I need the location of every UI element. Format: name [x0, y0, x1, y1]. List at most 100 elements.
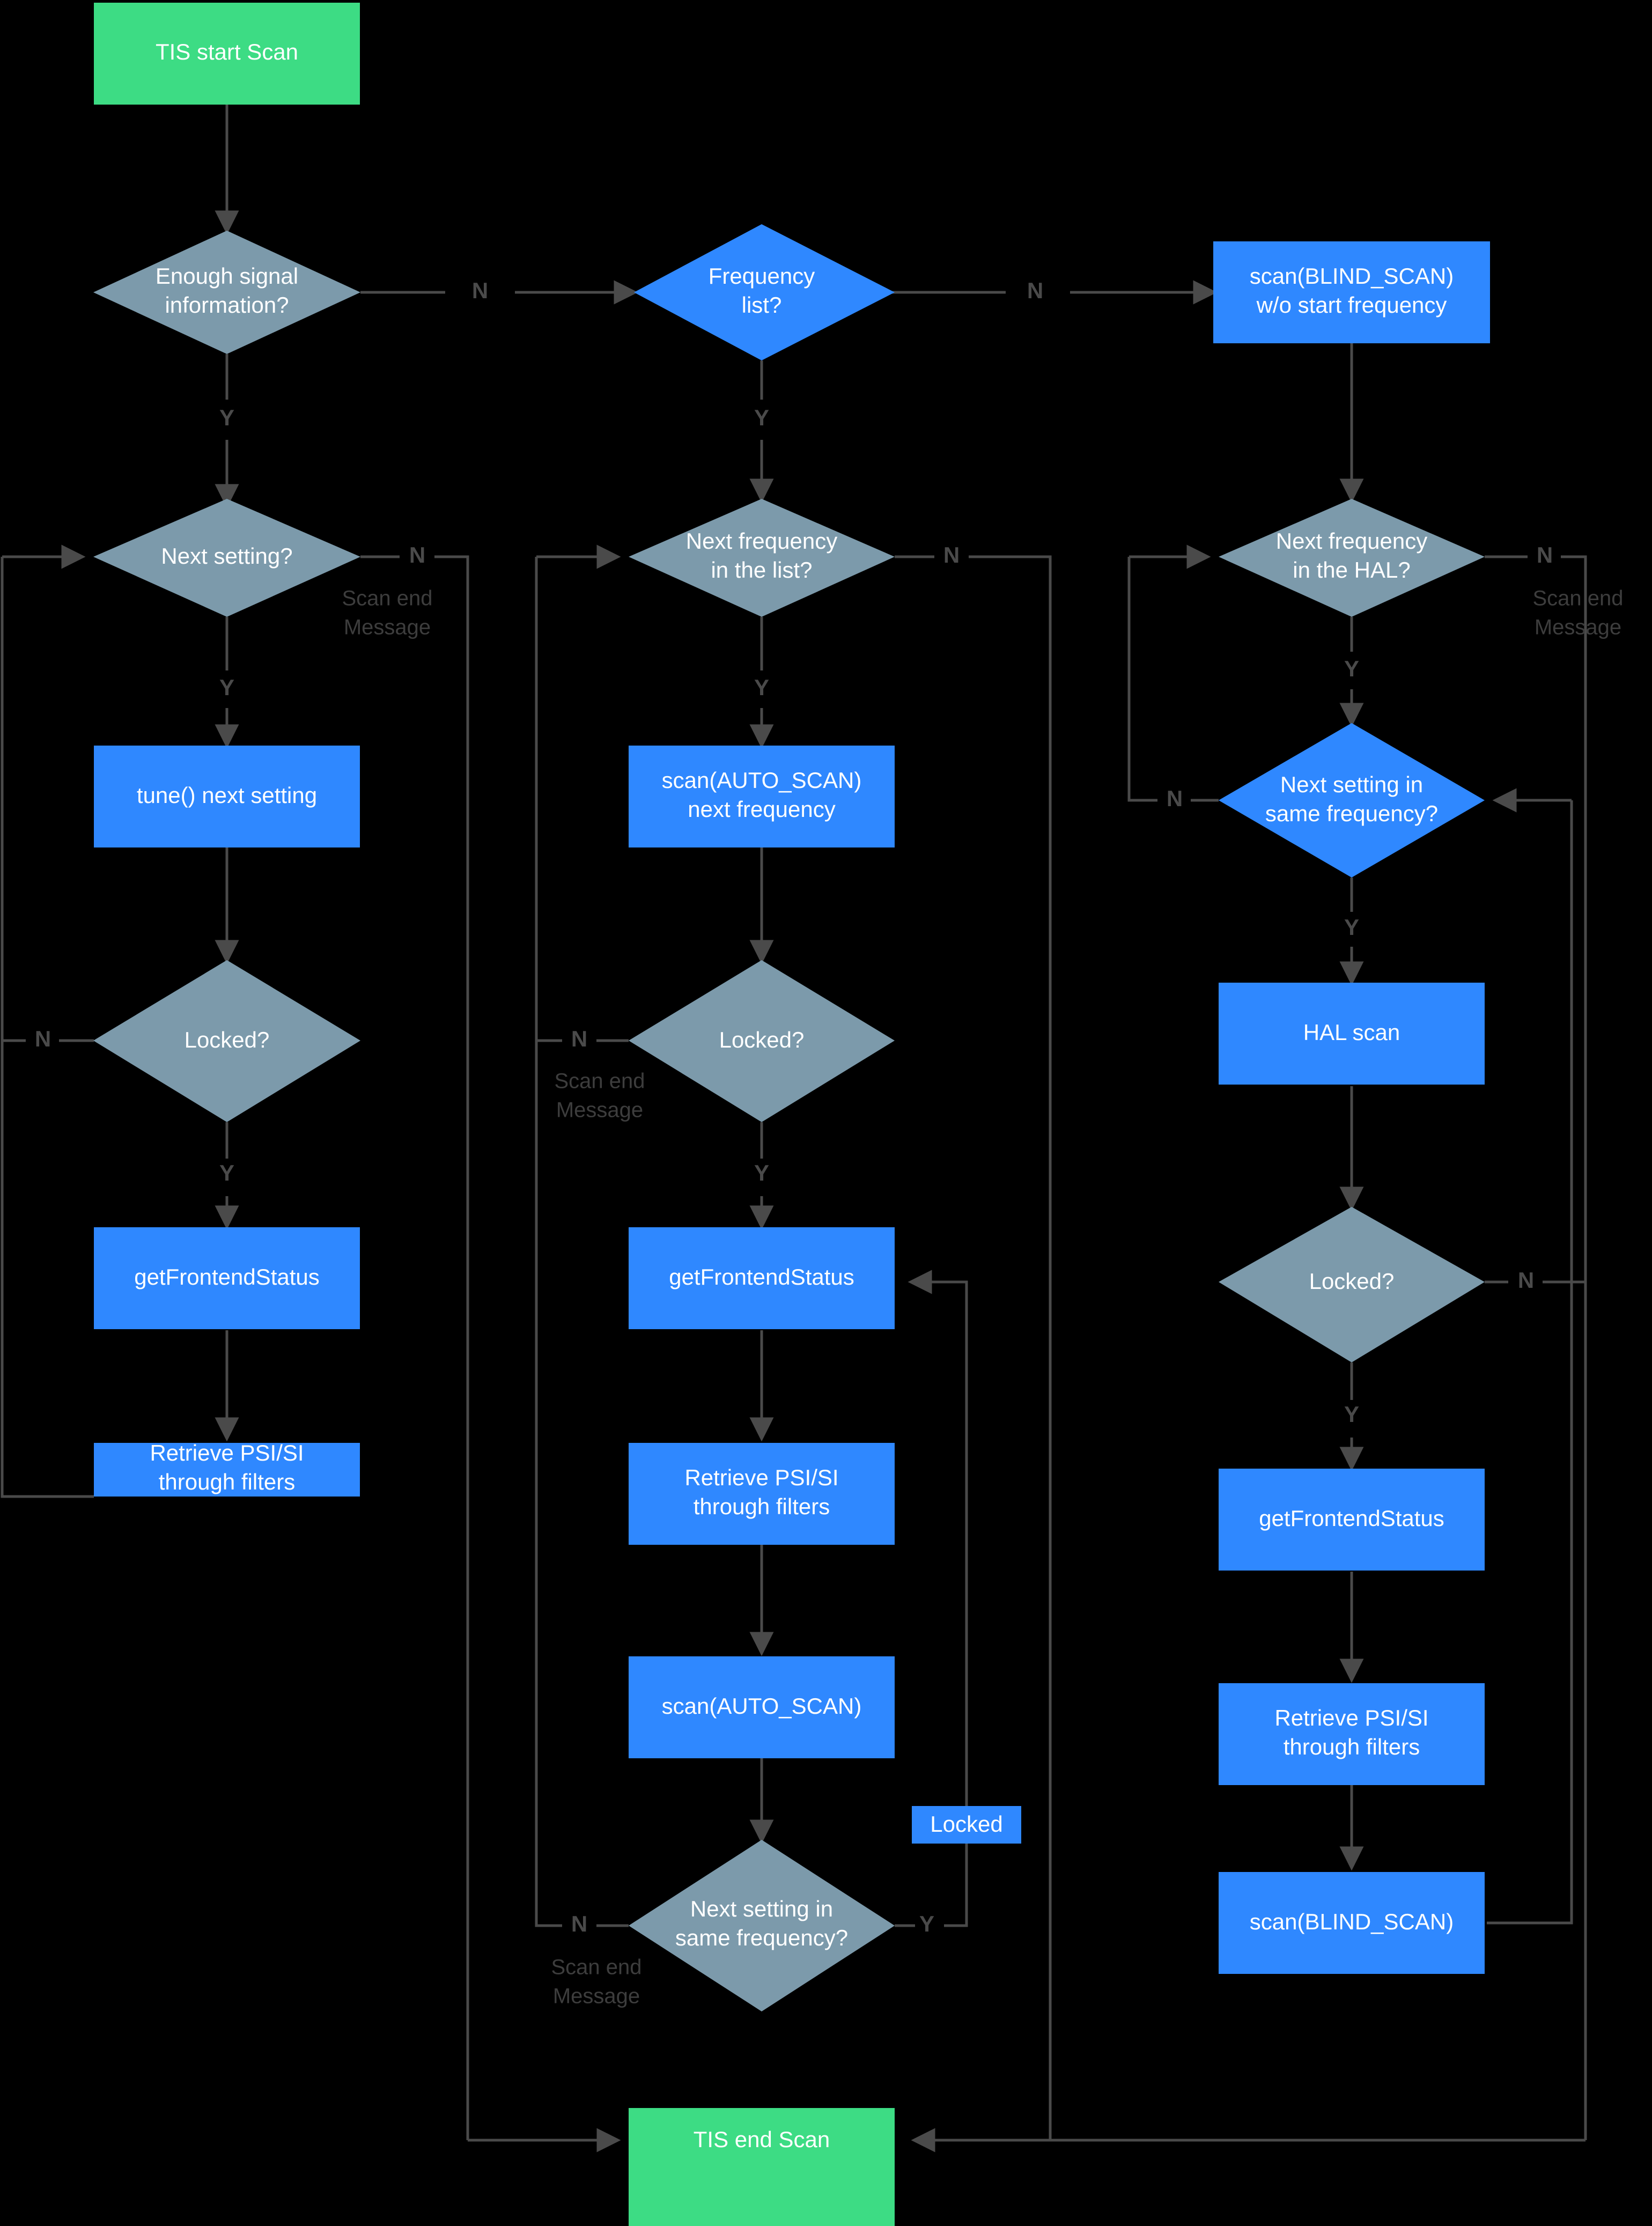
node-label-line1: Next frequency [686, 528, 837, 554]
node-label-line2: w/o start frequency [1256, 292, 1447, 318]
node-label: scan(BLIND_SCAN) [1250, 1909, 1454, 1934]
node-next-frequency-in-the-hal[interactable]: Next frequency in the HAL? [1219, 499, 1485, 617]
notes: Scan end Message Scan end Message Scan e… [342, 587, 1623, 2008]
node-hal-scan[interactable]: HAL scan [1219, 983, 1485, 1085]
note-left-line2: Message [344, 616, 431, 639]
edge-blindscanr-loop-a [1487, 800, 1573, 1925]
node-label: Locked? [1309, 1269, 1395, 1294]
node-label-line2: list? [742, 292, 782, 318]
edge-label-enough-no: N [472, 278, 488, 303]
node-get-frontend-status-left[interactable]: getFrontendStatus [94, 1227, 360, 1329]
node-label-line1: Next setting in [690, 1896, 833, 1921]
node-locked-left[interactable]: Locked? [93, 960, 360, 1122]
node-locked-right[interactable]: Locked? [1219, 1207, 1485, 1362]
node-label-line2: in the list? [711, 557, 812, 583]
node-enough-signal-information[interactable]: Enough signal information? [93, 231, 360, 354]
node-label-line2: same frequency? [1265, 801, 1438, 826]
node-get-frontend-status-middle[interactable]: getFrontendStatus [629, 1227, 895, 1329]
edge-nextsetsamer-no-b [1127, 557, 1157, 802]
node-frequency-list[interactable]: Frequency list? [634, 224, 895, 360]
node-tune-next-setting[interactable]: tune() next setting [94, 746, 360, 847]
edge-label-enough-yes: Y [219, 405, 234, 430]
node-retrieve-psi-si-left[interactable]: Retrieve PSI/SI through filters [94, 1440, 360, 1497]
node-label: Locked? [185, 1027, 270, 1052]
node-next-frequency-in-the-list[interactable]: Next frequency in the list? [629, 499, 895, 617]
edge-label-nextfreqlist-no: N [943, 542, 960, 567]
edge-lockedl-no-b [1, 557, 26, 1042]
node-label-line1: Retrieve PSI/SI [150, 1440, 304, 1465]
edge-retrievel-loop [1, 557, 94, 1498]
node-label-line1: Frequency [709, 263, 815, 289]
node-label-line1: scan(AUTO_SCAN) [662, 768, 862, 793]
node-label: TIS end Scan [694, 2127, 830, 2152]
node-tis-start-scan[interactable]: TIS start Scan [94, 3, 360, 105]
node-scan-blind-scan-wo-start-frequency[interactable]: scan(BLIND_SCAN) w/o start frequency [1213, 241, 1490, 343]
note-right-line1: Scan end [1532, 587, 1623, 610]
node-retrieve-psi-si-right[interactable]: Retrieve PSI/SI through filters [1219, 1683, 1485, 1785]
node-locked-tag[interactable]: Locked [912, 1806, 1021, 1844]
edge-label-nextfreqhal-yes: Y [1344, 656, 1359, 681]
edge-labels: N Y N Y N Y N Y N Y N Y N Y N Y N Y N Y [35, 278, 1553, 1936]
node-label: HAL scan [1303, 1020, 1400, 1045]
node-label: tune() next setting [137, 783, 317, 808]
edge-label-freqlist-yes: Y [754, 405, 769, 430]
edge-label-lockedr-no: N [1518, 1267, 1534, 1293]
node-next-setting-in-same-frequency-right[interactable]: Next setting in same frequency? [1219, 723, 1485, 878]
node-label: Next setting? [161, 543, 292, 569]
edge-label-nextsetsamem-yes: Y [919, 1911, 934, 1936]
node-label-line1: scan(BLIND_SCAN) [1250, 263, 1454, 289]
edge-label-nextsetting-no: N [409, 542, 425, 567]
node-scan-auto-scan-next-frequency[interactable]: scan(AUTO_SCAN) next frequency [629, 746, 895, 847]
node-label-line2: through filters [1284, 1734, 1420, 1759]
node-label: Locked? [719, 1027, 805, 1052]
node-label: TIS start Scan [156, 39, 298, 64]
edge-lockedtag-to-getfem [908, 1270, 968, 1806]
edge-lockedm-no-b [535, 557, 562, 1042]
edge-label-nextsetsamer-yes: Y [1344, 915, 1359, 940]
edge-label-nextsetsamer-no: N [1167, 786, 1183, 811]
note-right-line2: Message [1535, 616, 1621, 639]
node-label: Locked [930, 1811, 1002, 1837]
node-label-line1: Next setting in [1280, 772, 1423, 797]
node-label-line2: through filters [159, 1469, 295, 1494]
edge-label-lockedm-no: N [571, 1026, 587, 1051]
node-next-setting[interactable]: Next setting? [93, 499, 360, 617]
edge-label-lockedl-no: N [35, 1026, 51, 1051]
nodes: TIS start Scan Enough signal information… [93, 3, 1490, 2226]
edge-nextfreqhal-no-b [1561, 555, 1587, 2140]
edge-nextsetsamem-yes-b [944, 1844, 968, 1927]
node-next-setting-in-same-frequency-middle[interactable]: Next setting in same frequency? [629, 1840, 895, 2011]
node-label: getFrontendStatus [134, 1264, 320, 1289]
edge-label-freqlist-no: N [1027, 278, 1043, 303]
node-label-line1: Next frequency [1276, 528, 1427, 554]
edge-label-nextfreqhal-no: N [1537, 542, 1553, 567]
node-label-line1: Retrieve PSI/SI [684, 1465, 838, 1490]
edge-nextsetting-no-b [434, 555, 469, 2140]
node-tis-end-scan[interactable]: TIS end Scan [629, 2108, 895, 2226]
edge-nextsetsamem-no-b [535, 557, 562, 1927]
edges [1, 105, 1587, 2153]
node-label-line2: in the HAL? [1293, 557, 1410, 583]
note-left-line1: Scan end [342, 587, 432, 610]
note-middle-line2: Message [556, 1099, 643, 1122]
edge-label-nextsetsamem-no: N [571, 1911, 587, 1936]
node-retrieve-psi-si-middle[interactable]: Retrieve PSI/SI through filters [629, 1443, 895, 1545]
node-label: getFrontendStatus [1259, 1506, 1444, 1531]
node-label-line1: Retrieve PSI/SI [1274, 1705, 1428, 1730]
edge-label-lockedl-yes: Y [219, 1160, 234, 1185]
edge-label-nextsetting-yes: Y [219, 675, 234, 700]
edge-label-nextfreqlist-yes: Y [754, 675, 769, 700]
node-label-line2: information? [165, 292, 289, 318]
edge-nextfreqlist-no-b [969, 555, 1052, 2140]
node-scan-auto-scan[interactable]: scan(AUTO_SCAN) [629, 1656, 895, 1758]
node-label-line1: Enough signal [156, 263, 298, 289]
note-middle-line1: Scan end [554, 1070, 645, 1093]
node-label-line2: same frequency? [675, 1925, 848, 1950]
node-label: scan(AUTO_SCAN) [662, 1693, 862, 1719]
note-bottom-line2: Message [553, 1985, 640, 2008]
node-get-frontend-status-right[interactable]: getFrontendStatus [1219, 1469, 1485, 1571]
node-locked-middle[interactable]: Locked? [629, 960, 895, 1122]
node-scan-blind-scan-right[interactable]: scan(BLIND_SCAN) [1219, 1872, 1485, 1974]
node-label-line2: through filters [694, 1494, 830, 1519]
